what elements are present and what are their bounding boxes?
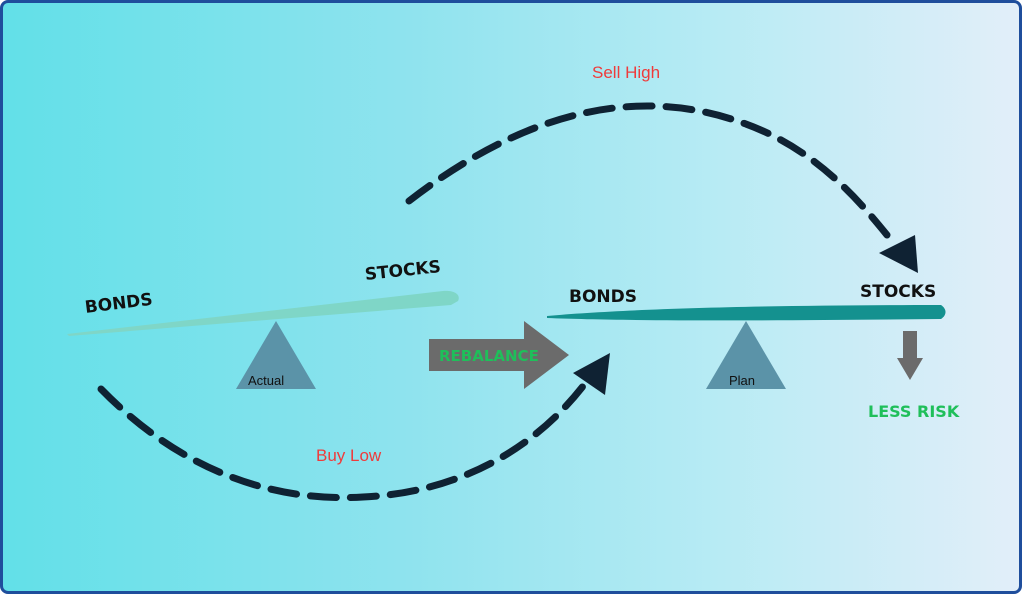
buy-low-label: Buy Low: [316, 446, 382, 465]
right-fulcrum-label: Plan: [729, 373, 756, 388]
rebalance-arrow: [429, 321, 569, 389]
right-fulcrum: [706, 321, 786, 389]
buy-low-arrowhead: [573, 353, 610, 395]
sell-high-arc: [405, 102, 891, 239]
rebalance-label: REBALANCE: [439, 347, 539, 365]
right-stocks-label: STOCKS: [860, 282, 937, 302]
left-fulcrum-label: Actual: [248, 373, 285, 388]
right-scale-beam: [547, 305, 946, 321]
sell-high-arrowhead: [879, 235, 918, 273]
down-arrow-icon: [897, 331, 923, 380]
left-fulcrum: [236, 321, 316, 389]
left-scale-beam: [67, 290, 459, 336]
right-bonds-label: BONDS: [569, 287, 637, 307]
buy-low-arc: [97, 377, 591, 502]
sell-high-label: Sell High: [592, 63, 661, 82]
less-risk-label: LESS RISK: [868, 402, 960, 421]
diagram-canvas: [67, 102, 946, 502]
